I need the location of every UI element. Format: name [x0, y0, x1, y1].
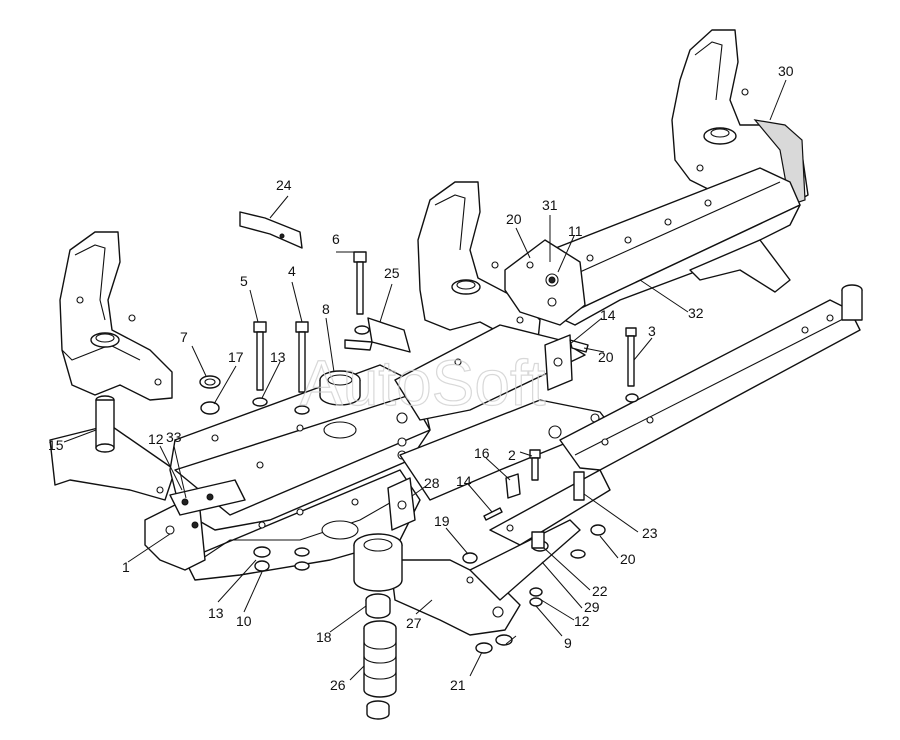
callout-30: 30 — [778, 63, 794, 79]
watermark: AutoSoft — [300, 347, 546, 419]
callout-20-low: 20 — [620, 551, 636, 567]
pivot-plate — [144, 479, 246, 571]
callout-26: 26 — [330, 677, 346, 693]
callout-14-upper: 14 — [600, 307, 616, 323]
callout-13-upper: 13 — [270, 349, 286, 365]
pin-23 — [573, 471, 585, 501]
callout-32: 32 — [688, 305, 704, 321]
callout-5: 5 — [240, 273, 248, 289]
callout-33: 33 — [166, 429, 182, 445]
callout-10: 10 — [236, 613, 252, 629]
bolt-2 — [529, 449, 541, 481]
middle-upright-bracket — [417, 181, 541, 341]
callout-22: 22 — [592, 583, 608, 599]
main-beam — [519, 167, 801, 326]
shaft-26 — [363, 620, 397, 720]
bolt-3 — [625, 327, 637, 387]
callout-8: 8 — [322, 301, 330, 317]
callout-6: 6 — [332, 231, 340, 247]
callout-21: 21 — [450, 677, 466, 693]
bush-22 — [531, 531, 545, 549]
washers-and-nuts — [199, 325, 639, 654]
callout-1: 1 — [122, 559, 130, 575]
lower-left-plate — [49, 424, 176, 501]
block-14-upper — [544, 334, 589, 391]
callout-2: 2 — [508, 447, 516, 463]
callout-20-top: 20 — [506, 211, 522, 227]
callout-20-mid: 20 — [598, 349, 614, 365]
beam-plate — [504, 239, 586, 326]
callout-11: 11 — [568, 223, 583, 239]
callout-15: 15 — [48, 437, 64, 453]
bracket-24 — [239, 211, 303, 249]
callout-25: 25 — [384, 265, 400, 281]
callout-14-lower: 14 — [456, 473, 472, 489]
callout-13-lower: 13 — [208, 605, 224, 621]
callout-28: 28 — [424, 475, 440, 491]
callout-3: 3 — [648, 323, 656, 339]
block-28 — [387, 477, 416, 531]
leader-lines — [63, 79, 787, 681]
callout-labels: 1 2 3 4 5 6 7 8 9 10 11 12 12 13 13 14 1… — [48, 63, 794, 693]
callout-19: 19 — [434, 513, 450, 529]
pin-15 — [95, 395, 115, 453]
callout-16: 16 — [474, 445, 490, 461]
callout-31: 31 — [542, 197, 558, 213]
bolt-6 — [353, 251, 367, 315]
callout-18: 18 — [316, 629, 332, 645]
tow-bar — [559, 284, 863, 471]
swing-arm — [353, 519, 581, 636]
pin-14-lower — [483, 507, 503, 521]
bracket-25 — [344, 317, 411, 353]
left-upright-bracket — [59, 231, 173, 401]
callout-12-left: 12 — [148, 431, 164, 447]
callout-9: 9 — [564, 635, 572, 651]
callout-12-right: 12 — [574, 613, 590, 629]
callout-17: 17 — [228, 349, 244, 365]
callout-7: 7 — [180, 329, 188, 345]
bushing-8 — [319, 370, 361, 406]
callout-27: 27 — [406, 615, 422, 631]
callout-29: 29 — [584, 599, 600, 615]
spacer-18 — [365, 593, 391, 619]
right-upright-bracket — [671, 29, 809, 206]
bolt-5 — [253, 321, 267, 391]
callout-24: 24 — [276, 177, 292, 193]
callout-4: 4 — [288, 263, 296, 279]
callout-23: 23 — [642, 525, 658, 541]
